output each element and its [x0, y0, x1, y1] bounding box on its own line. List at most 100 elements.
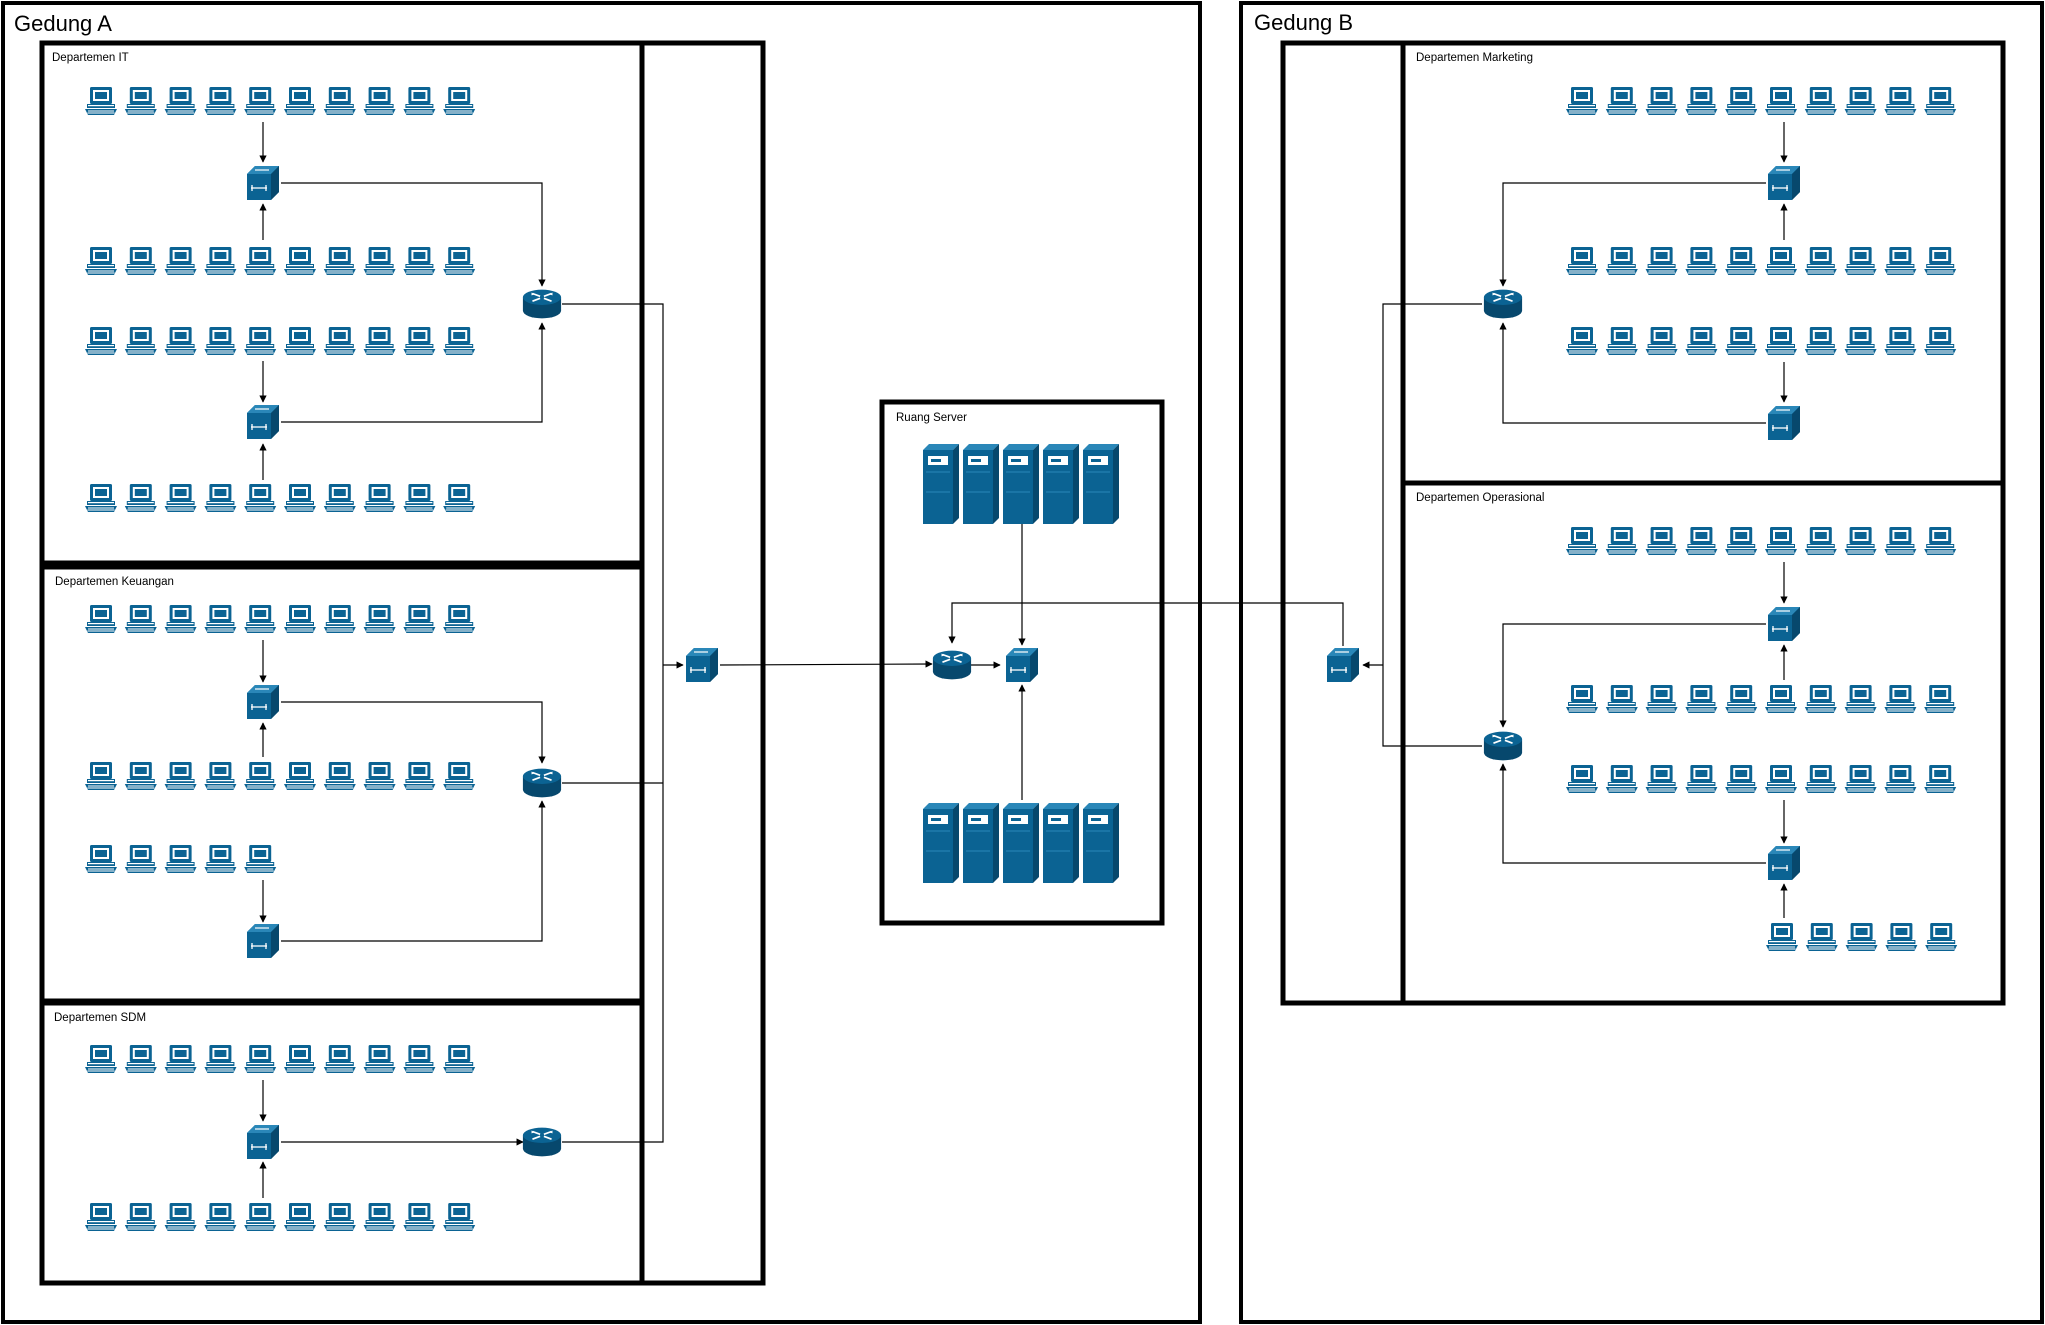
pc-icon [1804, 685, 1838, 714]
pc-icon [283, 605, 317, 634]
dept-marketing-label: Departemen Marketing [1416, 52, 1533, 64]
pc-icon [1844, 87, 1878, 116]
pc-icon [124, 484, 158, 513]
pc-icon [283, 87, 317, 116]
pc-icon [1845, 923, 1879, 952]
pc-icon [283, 247, 317, 276]
pc-icon [283, 1203, 317, 1232]
pc-icon [1605, 327, 1639, 356]
pc-icon [1764, 87, 1798, 116]
pc-icon [203, 327, 237, 356]
gedung-b-frame [1239, 1, 2044, 1324]
pc-icon [1724, 327, 1758, 356]
pc-icon [363, 87, 397, 116]
pc-icon [84, 327, 118, 356]
ruang-server-label: Ruang Server [896, 412, 967, 424]
pc-icon [1923, 685, 1957, 714]
server-icon [962, 444, 999, 524]
pc-icon [402, 762, 436, 791]
pc-icon [402, 327, 436, 356]
pc-icon [1605, 527, 1639, 556]
pc-icon [363, 1203, 397, 1232]
pc-icon [1645, 327, 1679, 356]
dept-operasional-frame [1400, 480, 2006, 1006]
pc-icon [442, 605, 476, 634]
pc-icon [402, 484, 436, 513]
pc-icon [1605, 765, 1639, 794]
switch-icon [246, 684, 280, 720]
pc-icon [1565, 87, 1599, 116]
gedung-a-frame [1, 1, 1202, 1324]
pc-icon [1844, 765, 1878, 794]
pc-icon [402, 1203, 436, 1232]
pc-icon [363, 484, 397, 513]
dept-operasional-label: Departemen Operasional [1416, 492, 1545, 504]
server-icon [1082, 803, 1119, 883]
pc-icon [442, 484, 476, 513]
ruang-server-frame [879, 399, 1165, 926]
pc-icon [203, 845, 237, 874]
pc-icon [1884, 923, 1918, 952]
pc-icon [1605, 87, 1639, 116]
pc-icon [243, 1203, 277, 1232]
pc-icon [1923, 87, 1957, 116]
pc-icon [1684, 87, 1718, 116]
server-icon [1002, 803, 1039, 883]
pc-icon [1645, 527, 1679, 556]
pc-icon [124, 1203, 158, 1232]
pc-icon [442, 87, 476, 116]
server-icon [1042, 444, 1079, 524]
pc-icon [1883, 327, 1917, 356]
switch-icon [246, 923, 280, 959]
pc-icon [1923, 247, 1957, 276]
pc-icon [1764, 327, 1798, 356]
pc-icon [1724, 527, 1758, 556]
pc-icon [1565, 527, 1599, 556]
pc-icon [1684, 765, 1718, 794]
pc-icon [1924, 923, 1958, 952]
gedung-a-label: Gedung A [14, 11, 112, 36]
pc-icon [1883, 87, 1917, 116]
pc-icon [124, 845, 158, 874]
pc-icon [323, 327, 357, 356]
pc-icon [164, 605, 198, 634]
pc-icon [1804, 527, 1838, 556]
pc-icon [363, 247, 397, 276]
pc-icon [203, 87, 237, 116]
pc-icon [323, 762, 357, 791]
pc-icon [402, 247, 436, 276]
pc-icon [1724, 765, 1758, 794]
pc-icon [1804, 87, 1838, 116]
pc-icon [1565, 247, 1599, 276]
pc-icon [442, 1045, 476, 1074]
pc-icon [1923, 327, 1957, 356]
pc-icon [402, 87, 436, 116]
pc-icon [283, 762, 317, 791]
pc-icon [1764, 527, 1798, 556]
router-icon [522, 767, 562, 799]
router-icon [1483, 288, 1523, 320]
server-icon [1082, 444, 1119, 524]
pc-icon [243, 1045, 277, 1074]
pc-icon [124, 327, 158, 356]
pc-icon [363, 327, 397, 356]
switch-icon [1326, 647, 1360, 683]
pc-icon [442, 327, 476, 356]
pc-icon [1844, 327, 1878, 356]
server-icon [962, 803, 999, 883]
connections [259, 122, 1788, 1198]
pc-icon [203, 1045, 237, 1074]
pc-icon [124, 247, 158, 276]
pc-icon [363, 762, 397, 791]
pc-icon [1645, 247, 1679, 276]
pc-icon [1805, 923, 1839, 952]
pc-icon [323, 484, 357, 513]
pc-icon [1605, 247, 1639, 276]
server-icon [1002, 444, 1039, 524]
switch-icon [1767, 405, 1801, 441]
pc-icon [442, 762, 476, 791]
pc-icon [1883, 247, 1917, 276]
pc-icon [124, 762, 158, 791]
